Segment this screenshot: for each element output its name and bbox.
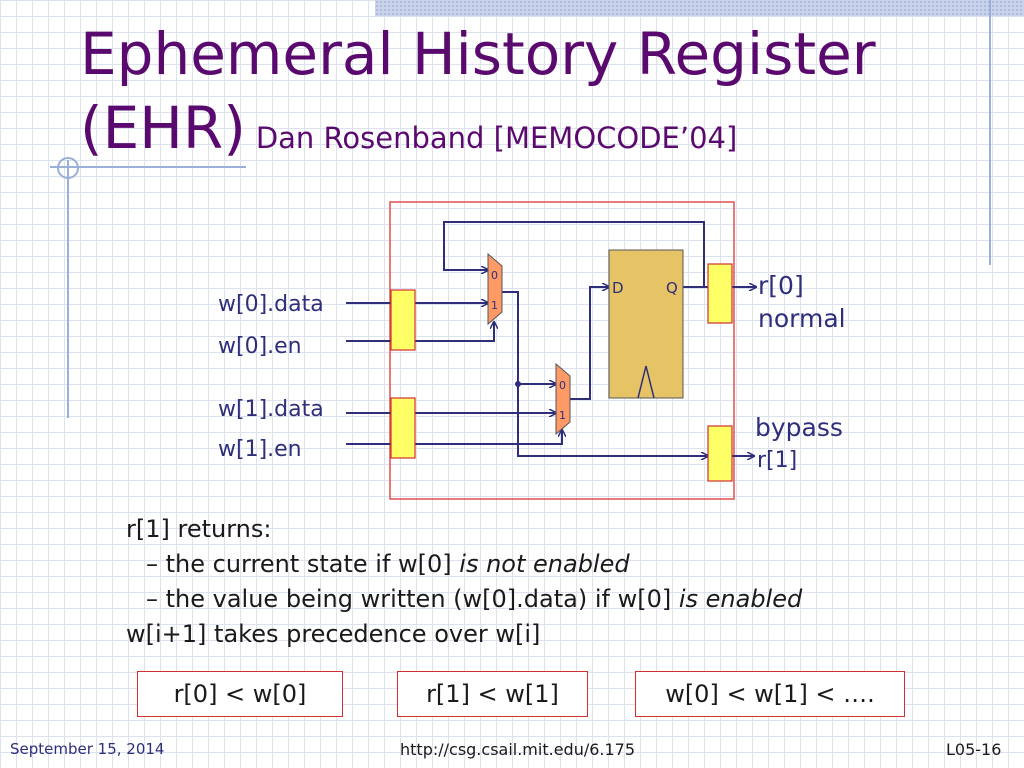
wire-feedback	[443, 221, 705, 287]
port-r0	[707, 263, 733, 324]
explanation-text: r[1] returns: – the current state if w[0…	[126, 512, 802, 652]
wire-port1-mux1-sel	[415, 322, 494, 342]
label-r0: r[0]	[758, 271, 804, 300]
body-line-2-text: – the current state if w[0]	[146, 550, 460, 578]
label-w1-data: w[1].data	[218, 397, 324, 422]
register-q-label: Q	[666, 279, 678, 297]
ordering-box-r1: r[1] < w[1]	[397, 671, 588, 717]
mux-0-label-0: 0	[491, 269, 498, 282]
title-subtitle: Dan Rosenband [MEMOCODE’04]	[255, 121, 738, 155]
body-line-4: w[i+1] takes precedence over w[i]	[126, 620, 541, 648]
corner-pattern	[375, 0, 1024, 16]
title-acronym: (EHR)	[80, 94, 246, 162]
register-d-label: D	[612, 279, 624, 297]
body-line-3-emphasis: is enabled	[678, 585, 803, 613]
body-line-2: – the current state if w[0] is not enabl…	[126, 547, 802, 582]
register-box	[608, 249, 684, 399]
mux-1-label-0: 0	[559, 379, 566, 392]
label-w0-en: w[0].en	[218, 334, 302, 359]
body-line-3: – the value being written (w[0].data) if…	[126, 582, 802, 617]
body-line-3-text: – the value being written (w[0].data) if…	[146, 585, 679, 613]
label-w0-data: w[0].data	[218, 292, 324, 317]
ordering-box-r0: r[0] < w[0]	[137, 671, 343, 717]
footer-url[interactable]: http://csg.csail.mit.edu/6.175	[400, 740, 636, 759]
right-rule	[989, 0, 991, 265]
label-w1-en: w[1].en	[218, 437, 302, 462]
label-bypass: bypass	[755, 413, 843, 442]
body-line-1: r[1] returns:	[126, 515, 272, 543]
junction-dot	[515, 381, 521, 387]
mux-1	[555, 362, 571, 436]
wire-mux2-to-d	[570, 287, 609, 400]
clock-triangle-icon	[637, 365, 655, 399]
mux-0	[487, 252, 503, 326]
label-normal: normal	[758, 304, 846, 333]
label-r1: r[1]	[757, 448, 797, 473]
port-w1	[390, 397, 416, 459]
wire-mux1-out	[502, 291, 708, 456]
wire-port2-mux2-sel	[415, 430, 562, 445]
page-title-line2: (EHR) Dan Rosenband [MEMOCODE’04]	[80, 92, 737, 174]
body-line-2-emphasis: is not enabled	[459, 550, 630, 578]
page-title: Ephemeral History Register	[80, 20, 876, 88]
footer-slide-number: L05-16	[946, 740, 1002, 759]
mux-0-label-1: 1	[491, 299, 498, 312]
circle-ornament	[57, 157, 79, 179]
port-w0	[390, 289, 416, 351]
footer-date: September 15, 2014	[10, 740, 165, 758]
left-rule	[67, 160, 69, 418]
mux-1-label-1: 1	[559, 409, 566, 422]
ordering-box-w: w[0] < w[1] < ….	[635, 671, 905, 717]
port-r1	[707, 425, 733, 482]
ehr-outer-box	[389, 201, 735, 500]
wires	[346, 221, 756, 456]
title-rule	[50, 166, 246, 168]
